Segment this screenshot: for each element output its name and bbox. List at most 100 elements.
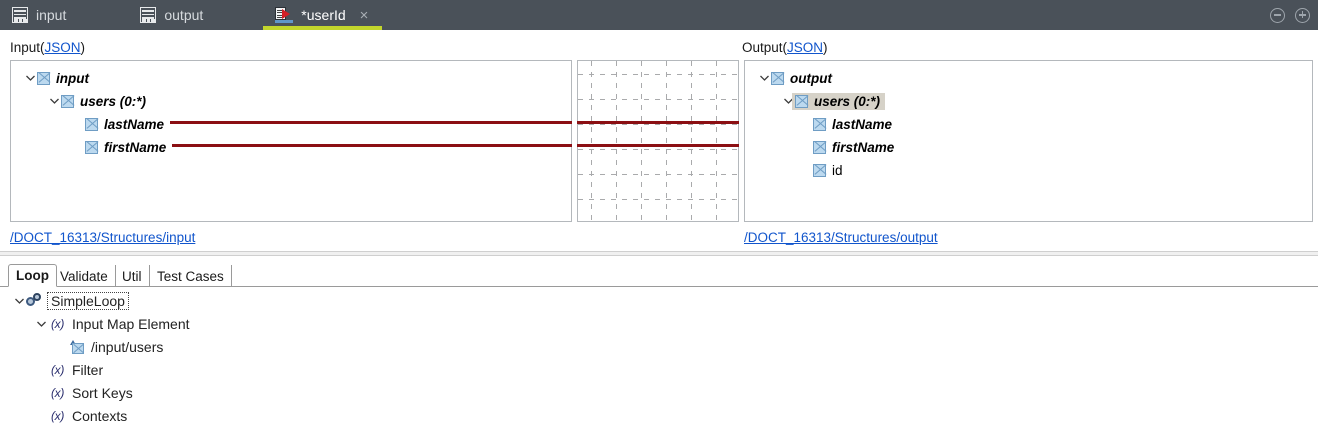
horizontal-splitter[interactable] [0, 251, 1318, 256]
element-icon [795, 94, 808, 108]
bottom-tab-bar: Loop Validate Util Test Cases [0, 264, 1318, 287]
loop-tree-row-filter[interactable]: (x) Filter [48, 359, 103, 380]
tree-node-label: users (0:*) [80, 93, 147, 109]
close-icon[interactable]: × [359, 6, 369, 24]
grid-line [578, 74, 738, 75]
xpath-icon [70, 339, 85, 354]
element-icon [813, 163, 826, 177]
window-controls [1270, 0, 1310, 30]
mapping-canvas[interactable] [577, 60, 739, 222]
loop-tree-row-input-users-path[interactable]: /input/users [70, 336, 163, 357]
tree-row-output-lastname[interactable]: lastName [813, 114, 892, 134]
tab-loop[interactable]: Loop [8, 264, 57, 287]
active-tab-indicator [263, 26, 383, 30]
element-icon [813, 117, 826, 131]
output-breadcrumb-link[interactable]: /DOCT_16313/Structures/output [744, 230, 938, 245]
tree-node-label: input [56, 70, 89, 86]
chevron-down-icon[interactable] [47, 98, 61, 104]
maximize-circle-icon[interactable] [1295, 7, 1310, 23]
tab-input[interactable]: input [0, 0, 80, 30]
document-grid-icon [12, 7, 28, 23]
tree-row-input-firstname[interactable]: firstName [71, 137, 166, 157]
paren-open: ( [782, 40, 788, 55]
tab-input-label: input [36, 7, 67, 23]
gears-icon [26, 293, 43, 308]
function-icon: (x) [50, 316, 65, 331]
editor-tab-bar: input output *userId × [0, 0, 1318, 30]
tab-test-cases[interactable]: Test Cases [150, 265, 232, 287]
tree-node-label: lastName [104, 116, 165, 132]
grid-line [578, 149, 738, 150]
tree-node-selected[interactable]: users (0:*) [792, 92, 886, 110]
input-panel-title: Input [10, 40, 41, 55]
input-structure-panel[interactable]: input users (0:*) lastName firstName [10, 60, 572, 222]
tab-util-label: Util [122, 268, 142, 284]
chevron-down-icon[interactable] [757, 75, 771, 81]
minimize-circle-icon[interactable] [1270, 7, 1285, 23]
tab-output[interactable]: output [128, 0, 217, 30]
loop-tree-row-input-map-element[interactable]: (x) Input Map Element [34, 313, 190, 334]
loop-tree-row-sort-keys[interactable]: (x) Sort Keys [48, 382, 133, 403]
tree-node-label: output [790, 70, 832, 86]
map-transform-icon [275, 7, 294, 23]
output-structure-panel[interactable]: output users (0:*) lastName firstName id [744, 60, 1313, 222]
grid-line [578, 174, 738, 175]
grid-line [666, 61, 667, 221]
tree-row-output-id[interactable]: id [813, 160, 843, 180]
mapping-wire-lastname[interactable] [170, 121, 572, 124]
grid-line [578, 199, 738, 200]
grid-line [716, 61, 717, 221]
loop-node-label: SimpleLoop [47, 291, 129, 310]
tab-loop-label: Loop [16, 268, 49, 283]
loop-node-label: Filter [72, 361, 104, 378]
tab-validate[interactable]: Validate [53, 265, 116, 287]
tab-test-cases-label: Test Cases [157, 268, 224, 284]
element-icon [37, 71, 50, 85]
output-format-link[interactable]: JSON [787, 40, 824, 55]
grid-line [641, 61, 642, 221]
loop-tree-row-contexts[interactable]: (x) Contexts [48, 405, 127, 426]
loop-node-label: Sort Keys [72, 384, 133, 401]
loop-node-label: Input Map Element [72, 315, 190, 332]
tree-row-input-lastname[interactable]: lastName [71, 114, 164, 134]
tab-userid[interactable]: *userId × [263, 0, 383, 30]
loop-node-label: /input/users [91, 338, 164, 355]
tab-userid-label: *userId [301, 7, 346, 23]
tree-node-label: firstName [104, 139, 167, 155]
element-icon [771, 71, 784, 85]
tree-row-input-users[interactable]: users (0:*) [47, 91, 146, 111]
mapping-wire-lastname-mid[interactable] [577, 121, 739, 124]
mapping-wire-firstname-mid[interactable] [577, 144, 739, 147]
chevron-down-icon[interactable] [34, 321, 48, 327]
output-panel-header: Output(JSON) [742, 40, 828, 55]
paren-open: ( [40, 40, 45, 55]
paren-close: ) [80, 40, 86, 55]
grid-line [578, 99, 738, 100]
output-panel-title: Output [742, 40, 783, 55]
input-breadcrumb-link[interactable]: /DOCT_16313/Structures/input [10, 230, 196, 245]
tab-validate-label: Validate [60, 268, 108, 284]
function-icon: (x) [50, 385, 65, 400]
tab-util[interactable]: Util [115, 265, 150, 287]
tab-output-label: output [164, 7, 204, 23]
element-icon [61, 94, 74, 108]
chevron-down-icon[interactable] [23, 75, 37, 81]
tree-node-label: firstName [832, 139, 895, 155]
chevron-down-icon[interactable] [12, 298, 26, 304]
tree-node-label: users (0:*) [814, 93, 881, 109]
mapping-wire-firstname[interactable] [172, 144, 572, 147]
element-icon [85, 140, 98, 154]
chevron-down-icon[interactable] [781, 98, 795, 104]
tree-row-output[interactable]: output [757, 68, 832, 88]
function-icon: (x) [50, 362, 65, 377]
tree-node-label: id [832, 162, 843, 178]
tree-row-output-firstname[interactable]: firstName [813, 137, 894, 157]
tree-row-output-users[interactable]: users (0:*) [781, 91, 886, 111]
loop-tree-row-simpleloop[interactable]: SimpleLoop [12, 290, 129, 311]
function-icon: (x) [50, 408, 65, 423]
tree-row-input[interactable]: input [23, 68, 89, 88]
input-format-link[interactable]: JSON [44, 40, 81, 55]
grid-line [691, 61, 692, 221]
element-icon [85, 117, 98, 131]
input-panel-header: Input(JSON) [10, 40, 85, 55]
